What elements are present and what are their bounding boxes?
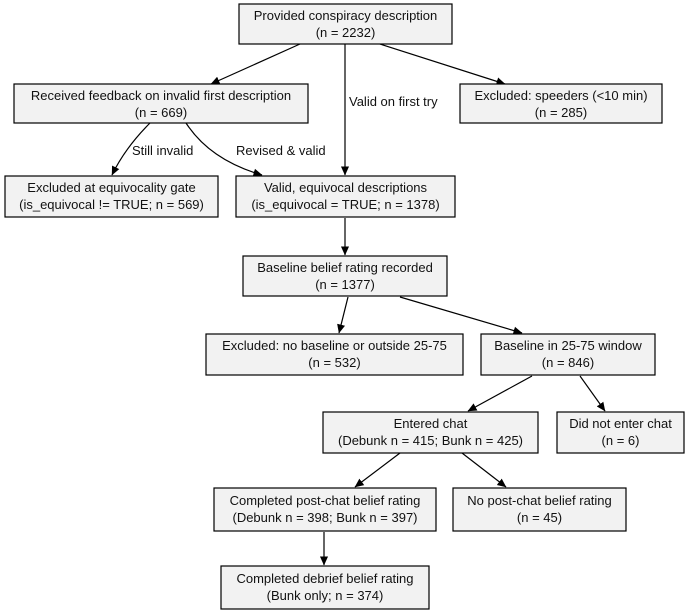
node-entered-chat-count: (Debunk n = 415; Bunk n = 425)	[338, 433, 523, 448]
edge-provided-feedback	[210, 43, 301, 85]
node-completed-debrief-title: Completed debrief belief rating	[236, 571, 413, 586]
node-excluded-no-baseline-title: Excluded: no baseline or outside 25-75	[222, 338, 447, 353]
node-completed-post-chat: Completed post-chat belief rating (Debun…	[213, 487, 437, 532]
edge-window-chat	[467, 375, 533, 412]
edge-baseline-nobaseline	[337, 296, 349, 334]
node-provided-description: Provided conspiracy description (n = 223…	[238, 3, 453, 45]
node-provided-description-count: (n = 2232)	[316, 25, 376, 40]
node-baseline-recorded: Baseline belief rating recorded (n = 137…	[242, 255, 448, 297]
node-baseline-window: Baseline in 25-75 window (n = 846)	[480, 333, 656, 376]
node-entered-chat-title: Entered chat	[394, 416, 468, 431]
node-baseline-recorded-title: Baseline belief rating recorded	[257, 260, 433, 275]
node-excluded-speeders-count: (n = 285)	[535, 105, 587, 120]
node-baseline-window-title: Baseline in 25-75 window	[494, 338, 642, 353]
node-valid-equivocal: Valid, equivocal descriptions (is_equivo…	[235, 175, 456, 218]
node-received-feedback: Received feedback on invalid first descr…	[13, 83, 309, 124]
node-baseline-window-count: (n = 846)	[542, 355, 594, 370]
node-completed-post-chat-title: Completed post-chat belief rating	[230, 493, 421, 508]
node-entered-chat: Entered chat (Debunk n = 415; Bunk n = 4…	[322, 411, 539, 454]
node-excluded-no-baseline-count: (n = 532)	[308, 355, 360, 370]
edge-chat-nopostchat	[461, 452, 507, 488]
edge-provided-speeders	[379, 43, 506, 86]
edges	[111, 43, 606, 566]
node-did-not-enter-chat-title: Did not enter chat	[569, 416, 672, 431]
node-no-post-chat: No post-chat belief rating (n = 45)	[452, 487, 627, 532]
node-excluded-no-baseline: Excluded: no baseline or outside 25-75 (…	[205, 333, 464, 376]
node-no-post-chat-count: (n = 45)	[517, 510, 562, 525]
node-completed-debrief: Completed debrief belief rating (Bunk on…	[220, 565, 430, 610]
edge-chat-postchat	[354, 452, 401, 488]
edge-feedback-valid	[185, 122, 263, 177]
node-excluded-equivocality-gate-title: Excluded at equivocality gate	[27, 180, 195, 195]
node-excluded-speeders-title: Excluded: speeders (<10 min)	[474, 88, 647, 103]
edge-baseline-window	[399, 296, 523, 335]
node-excluded-speeders: Excluded: speeders (<10 min) (n = 285)	[459, 83, 663, 124]
node-no-post-chat-title: No post-chat belief rating	[467, 493, 612, 508]
edge-label-still-invalid: Still invalid	[132, 143, 193, 158]
node-excluded-equivocality-gate: Excluded at equivocality gate (is_equivo…	[4, 175, 219, 218]
node-did-not-enter-chat-count: (n = 6)	[602, 433, 640, 448]
edge-window-nochat	[579, 375, 606, 412]
node-completed-debrief-count: (Bunk only; n = 374)	[267, 588, 384, 603]
edge-label-valid-first-try: Valid on first try	[349, 94, 438, 109]
node-excluded-equivocality-gate-count: (is_equivocal != TRUE; n = 569)	[19, 197, 204, 212]
node-baseline-recorded-count: (n = 1377)	[315, 277, 375, 292]
node-provided-description-title: Provided conspiracy description	[254, 8, 438, 23]
node-valid-equivocal-title: Valid, equivocal descriptions	[264, 180, 428, 195]
edge-label-revised-valid: Revised & valid	[236, 143, 326, 158]
node-valid-equivocal-count: (is_equivocal = TRUE; n = 1378)	[251, 197, 439, 212]
node-received-feedback-count: (n = 669)	[135, 105, 187, 120]
edge-labels: Valid on first try Still invalid Revised…	[132, 94, 438, 158]
node-completed-post-chat-count: (Debunk n = 398; Bunk n = 397)	[232, 510, 417, 525]
node-did-not-enter-chat: Did not enter chat (n = 6)	[556, 411, 685, 454]
node-received-feedback-title: Received feedback on invalid first descr…	[31, 88, 291, 103]
edge-feedback-gate	[111, 122, 151, 176]
